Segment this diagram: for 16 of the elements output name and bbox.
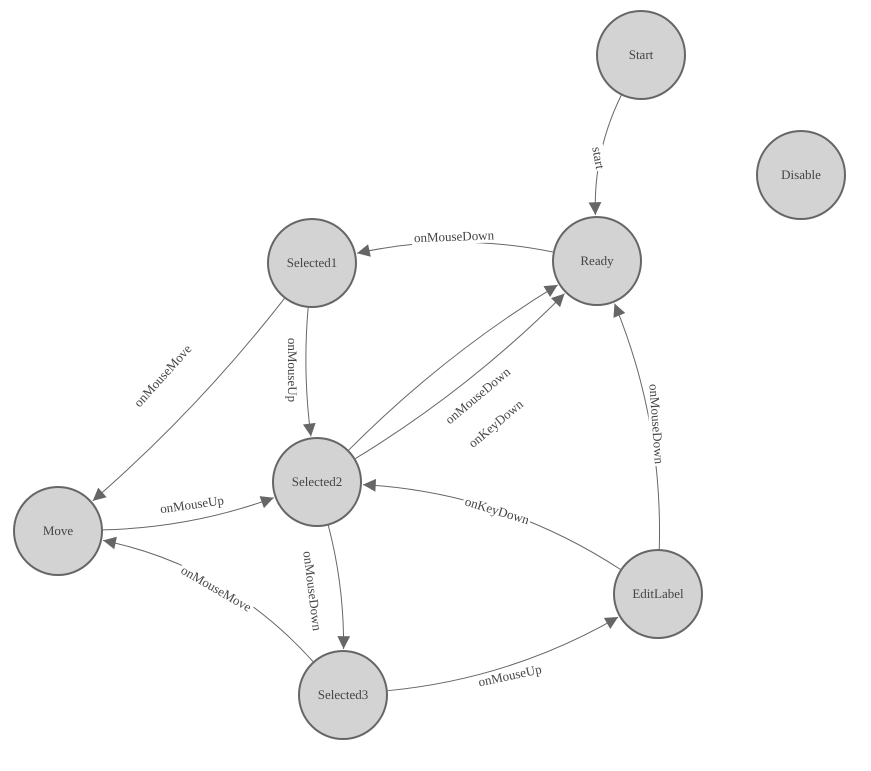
state-name: Disable [781,167,821,183]
arrow [328,525,350,650]
state-name: Ready [580,253,614,269]
arrow [387,616,619,692]
arrow [92,298,285,502]
state-name: Selected1 [286,255,338,271]
state-name: Start [628,47,654,63]
arrow [348,284,558,451]
state-name: Move [42,523,74,539]
state-name: EditLabel [632,586,684,602]
state-name: Selected2 [292,474,342,490]
state-name: Selected3 [318,687,368,703]
edge-label: onMouseUp [284,336,300,404]
arrow [303,307,316,437]
arrow [102,496,274,530]
arrow [354,293,566,460]
